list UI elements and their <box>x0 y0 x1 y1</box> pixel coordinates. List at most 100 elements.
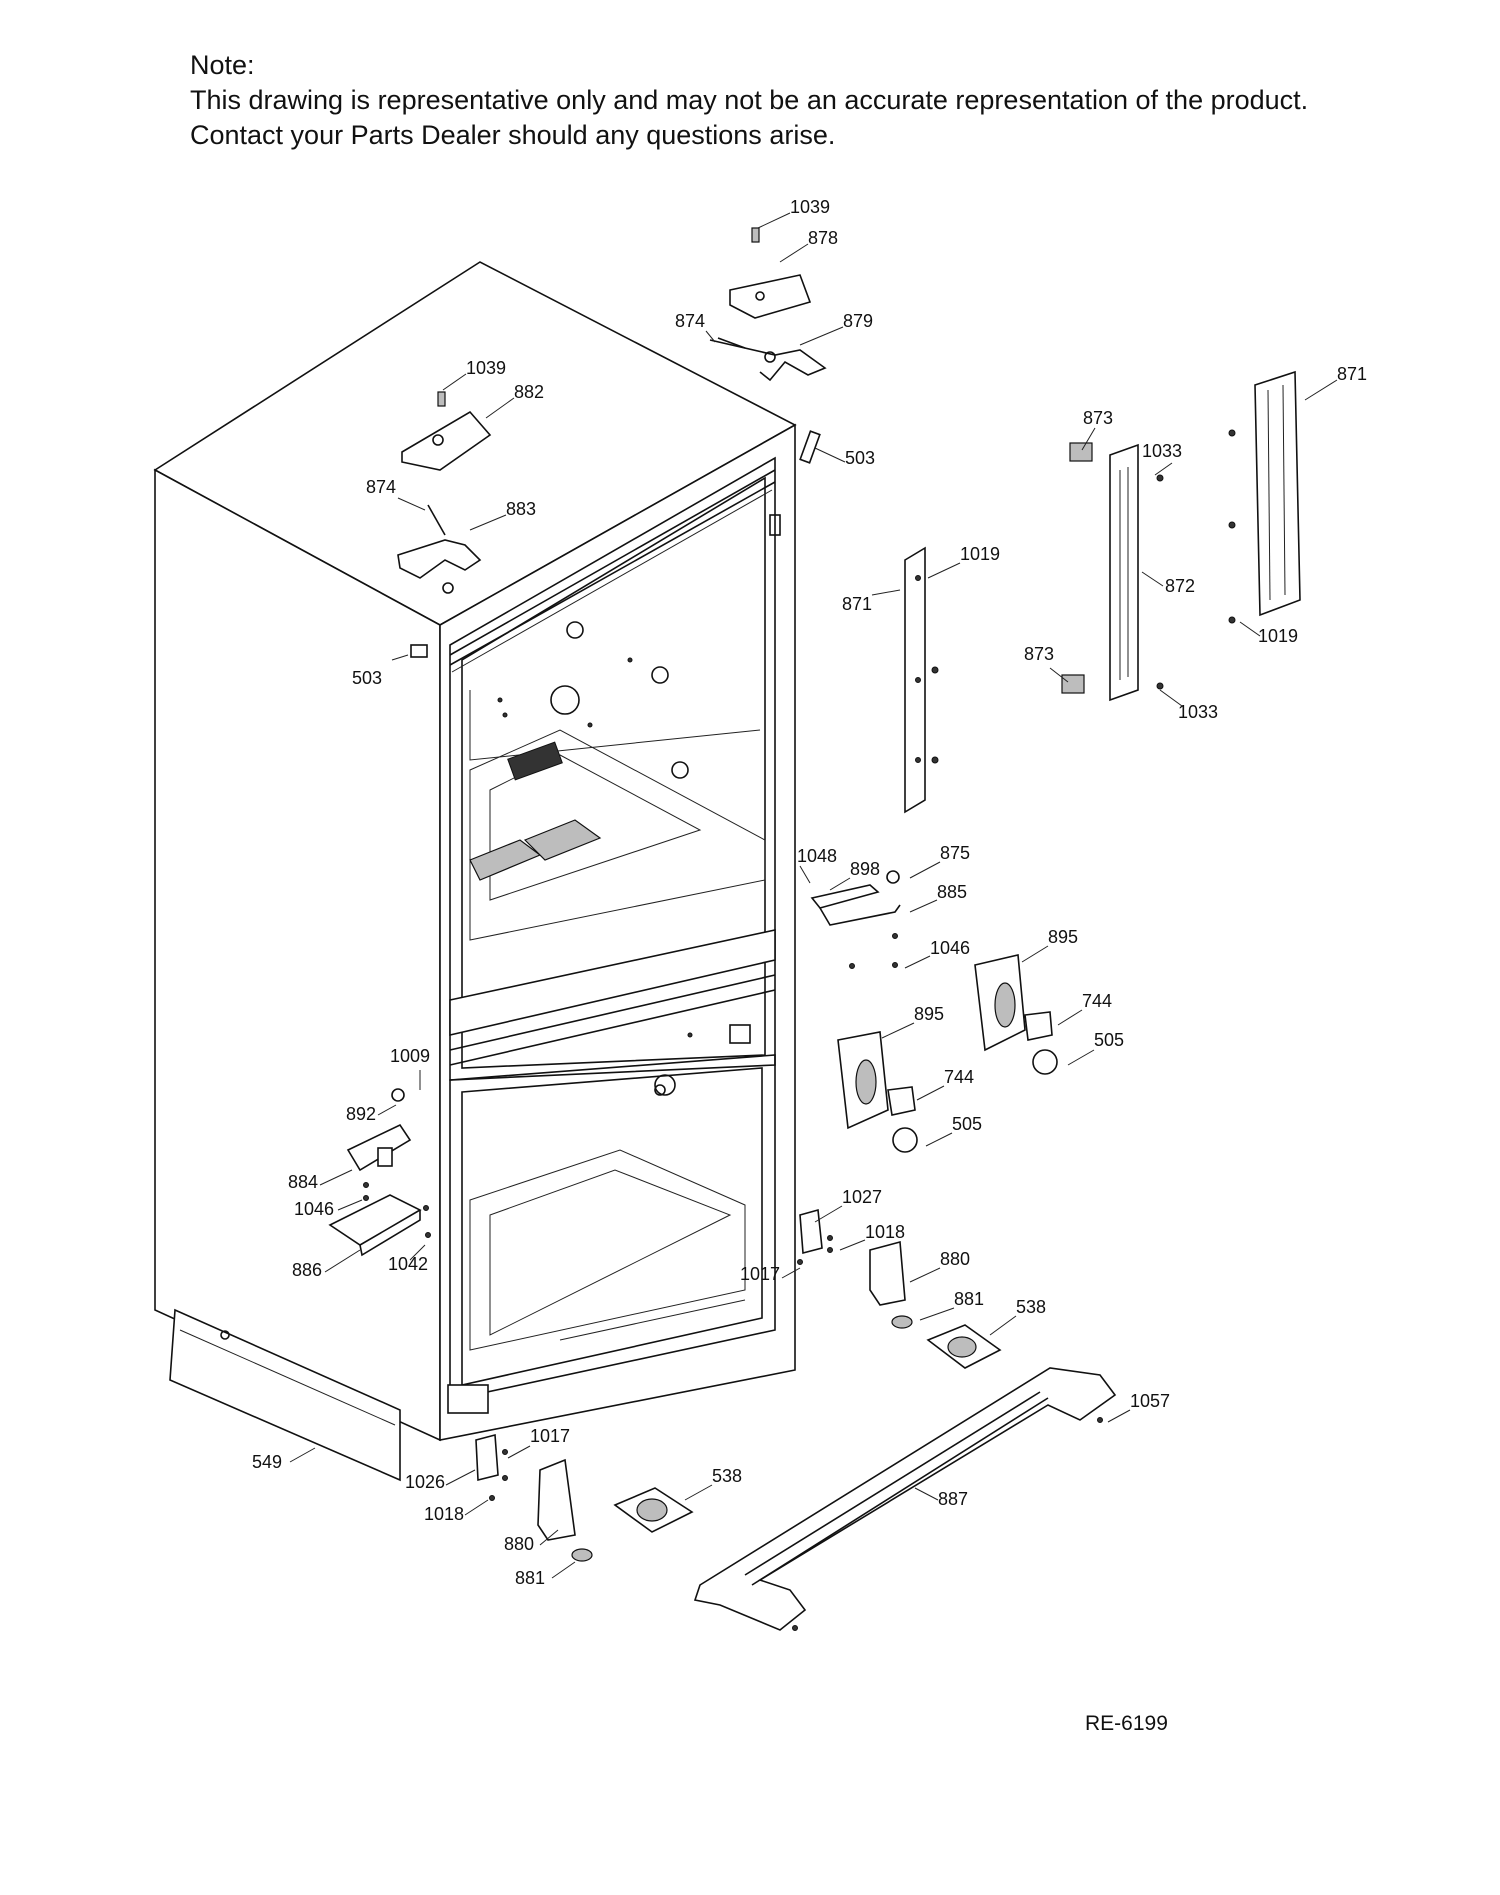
bulb-505-left <box>892 1127 918 1153</box>
lamp-socket-744-right <box>1024 1011 1053 1041</box>
part-label-p880a: 880 <box>940 1249 970 1269</box>
part-label-p882: 882 <box>514 382 544 402</box>
leader-line-p1039a <box>757 212 791 229</box>
part-label-p895a: 895 <box>1048 927 1078 947</box>
part-label-p1046b: 1046 <box>294 1199 334 1219</box>
part-label-p898: 898 <box>850 859 880 879</box>
rail-871-center <box>904 546 939 814</box>
part-label-p873a: 873 <box>1083 408 1113 428</box>
leader-line-p873a <box>1081 427 1096 451</box>
roller-538-right <box>926 1324 1002 1369</box>
part-label-p505a: 505 <box>1094 1030 1124 1050</box>
leader-line-p744a <box>1057 1009 1083 1026</box>
leader-line-p1017a <box>781 1267 801 1279</box>
leader-line-p503b <box>391 654 409 661</box>
leader-line-p538a <box>989 1315 1017 1336</box>
leader-line-p1042 <box>409 1244 426 1261</box>
leader-line-p1039b <box>442 373 467 391</box>
leader-line-p874b <box>397 497 426 511</box>
part-label-p884: 884 <box>288 1172 318 1192</box>
bulb-505-right <box>1032 1049 1058 1075</box>
clip-873-top <box>1069 442 1093 462</box>
part-label-p538b: 538 <box>712 1466 742 1486</box>
leader-line-p898 <box>829 877 851 891</box>
part-label-p1017a: 1017 <box>740 1264 780 1284</box>
hinge-1027 <box>799 1208 823 1255</box>
leader-line-p887 <box>914 1487 939 1501</box>
roller-538-left <box>613 1487 694 1533</box>
leader-line-p879 <box>799 326 844 346</box>
part-label-p883: 883 <box>506 499 536 519</box>
part-label-p872: 872 <box>1165 576 1195 596</box>
part-label-p1027: 1027 <box>842 1187 882 1207</box>
leader-line-p1046b <box>337 1199 363 1211</box>
part-label-p880b: 880 <box>504 1534 534 1554</box>
part-label-p886: 886 <box>292 1260 322 1280</box>
part-label-p1026: 1026 <box>405 1472 445 1492</box>
part-label-p549: 549 <box>252 1452 282 1472</box>
grille-887 <box>693 1367 1117 1631</box>
part-label-p873b: 873 <box>1024 644 1054 664</box>
part-label-p744a: 744 <box>1082 991 1112 1011</box>
leader-line-p874a <box>705 330 716 343</box>
part-label-p871b: 871 <box>842 594 872 614</box>
hinge-884 <box>346 1088 412 1172</box>
leader-line-p895b <box>881 1022 915 1039</box>
rail-871-right <box>1228 370 1301 624</box>
part-label-p887: 887 <box>938 1489 968 1509</box>
top-hinge-left <box>397 391 492 594</box>
leader-line-p1018a <box>839 1239 866 1251</box>
leader-line-p892 <box>377 1104 397 1116</box>
part-label-p1039a: 1039 <box>790 197 830 217</box>
rail-872 <box>1109 443 1164 702</box>
leader-line-p744b <box>916 1085 945 1101</box>
leveler-881-left <box>571 1548 593 1562</box>
bracket-880-left <box>537 1458 576 1541</box>
part-label-p505b: 505 <box>952 1114 982 1134</box>
leader-line-p1027 <box>814 1205 843 1223</box>
part-label-p871a: 871 <box>1337 364 1367 384</box>
leader-line-p871b <box>871 589 901 596</box>
note-heading: Note: <box>190 50 255 80</box>
part-label-p1048: 1048 <box>797 846 837 866</box>
part-label-p1018a: 1018 <box>865 1222 905 1242</box>
leader-line-p873b <box>1049 667 1069 683</box>
leader-line-p880a <box>909 1267 941 1283</box>
leader-line-p1033b <box>1159 689 1183 707</box>
leader-line-p1033a <box>1154 462 1173 476</box>
part-label-p874b: 874 <box>366 477 396 497</box>
hinge-1026 <box>475 1433 499 1482</box>
leader-line-p880b <box>539 1529 559 1546</box>
leader-line-p1057 <box>1107 1409 1131 1423</box>
door-stop-503-right <box>799 430 821 464</box>
leader-line-p884 <box>319 1169 353 1186</box>
leader-line-p1018b <box>464 1499 489 1516</box>
part-label-p1019b: 1019 <box>1258 626 1298 646</box>
lamp-cover-895-right <box>974 954 1026 1052</box>
part-label-p1039b: 1039 <box>466 358 506 378</box>
note-line-2: Contact your Parts Dealer should any que… <box>190 120 836 150</box>
center-hinge <box>810 870 901 969</box>
note-line-1: This drawing is representative only and … <box>190 85 1309 115</box>
leader-line-p878 <box>779 243 809 263</box>
part-label-p1009: 1009 <box>390 1046 430 1066</box>
cabinet-hinge-bottom-left <box>447 1384 489 1414</box>
leader-line-p872 <box>1141 571 1164 587</box>
leader-line-p1026 <box>445 1469 476 1486</box>
bracket-880-right <box>869 1240 906 1306</box>
part-label-p879: 879 <box>843 311 873 331</box>
leader-line-p881b <box>551 1561 576 1579</box>
part-label-p1018b: 1018 <box>424 1504 464 1524</box>
part-label-p503b: 503 <box>352 668 382 688</box>
part-label-p1046a: 1046 <box>930 938 970 958</box>
part-label-p1042: 1042 <box>388 1254 428 1274</box>
part-label-p881b: 881 <box>515 1568 545 1588</box>
part-label-p1033b: 1033 <box>1178 702 1218 722</box>
leader-line-p871a <box>1304 379 1338 401</box>
leader-line-p1019b <box>1239 621 1261 637</box>
leader-line-p505b <box>925 1132 953 1147</box>
top-hinge-right <box>709 227 827 382</box>
part-label-p503a: 503 <box>845 448 875 468</box>
part-label-p892: 892 <box>346 1104 376 1124</box>
